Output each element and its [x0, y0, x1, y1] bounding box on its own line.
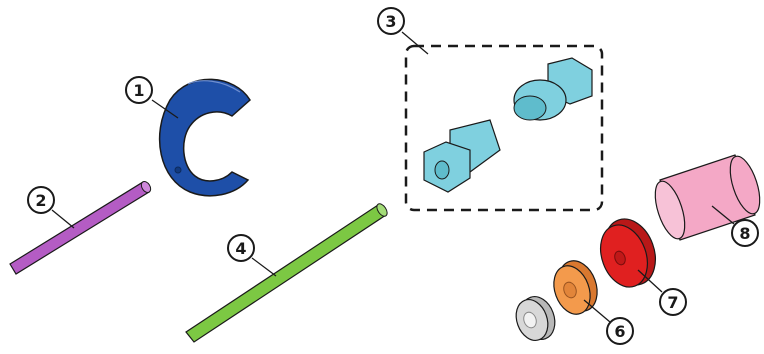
callout-circle-2: [27, 186, 55, 214]
grey-washer-hole: [523, 311, 537, 329]
callout-2: 2: [27, 186, 55, 214]
leader-line-7: [637, 269, 663, 293]
long-rod-end: [376, 203, 388, 217]
callout-label-2: 2: [35, 191, 46, 210]
hex-fitting-lower-icon: [423, 119, 501, 193]
hex-fitting-upper-icon: [513, 57, 593, 121]
callout-1: 1: [125, 76, 153, 104]
sleeve-cylinder-icon: [654, 154, 761, 241]
callout-label-3: 3: [385, 12, 396, 31]
callout-circle-8: [731, 219, 759, 247]
upper-fitting-face: [513, 95, 547, 121]
lower-fitting-bore: [434, 160, 450, 180]
callout-circle-4: [227, 234, 255, 262]
leader-line-3: [401, 31, 429, 55]
fittings-group-box: [404, 44, 604, 212]
callout-label-1: 1: [133, 81, 144, 100]
callout-6: 6: [606, 317, 634, 345]
callout-circle-1: [125, 76, 153, 104]
sleeve-end-near: [654, 180, 686, 240]
collar-edge: [187, 80, 241, 93]
leader-line-1: [151, 99, 179, 119]
leader-line-8: [711, 205, 735, 225]
callout-label-6: 6: [614, 322, 625, 341]
callout-circle-3: [377, 7, 405, 35]
leader-line-4: [251, 257, 277, 277]
red-disc-icon: [600, 218, 656, 288]
collar-screw-hole: [174, 166, 182, 174]
callout-circle-6: [606, 317, 634, 345]
small-washer-icon: [515, 296, 556, 341]
long-rod-body: [185, 204, 387, 343]
callout-3: 3: [377, 7, 405, 35]
leader-lines: [51, 31, 735, 323]
leader-line-6: [583, 299, 611, 323]
red-disc-hole: [614, 250, 626, 266]
callout-4: 4: [227, 234, 255, 262]
collar-body: [158, 78, 251, 197]
short-rod-icon: [9, 180, 152, 275]
long-rod-icon: [185, 203, 388, 343]
callout-7: 7: [659, 288, 687, 316]
callout-label-7: 7: [667, 293, 678, 312]
callout-label-4: 4: [235, 239, 246, 258]
c-shaped-collar-icon: [158, 78, 251, 197]
callout-circle-7: [659, 288, 687, 316]
callout-8: 8: [731, 219, 759, 247]
orange-washer-hole: [563, 281, 577, 299]
short-rod-end: [140, 180, 152, 194]
sleeve-end-far: [729, 155, 761, 215]
orange-washer-icon: [553, 260, 598, 315]
callout-label-8: 8: [739, 224, 750, 243]
leader-line-2: [51, 209, 75, 229]
